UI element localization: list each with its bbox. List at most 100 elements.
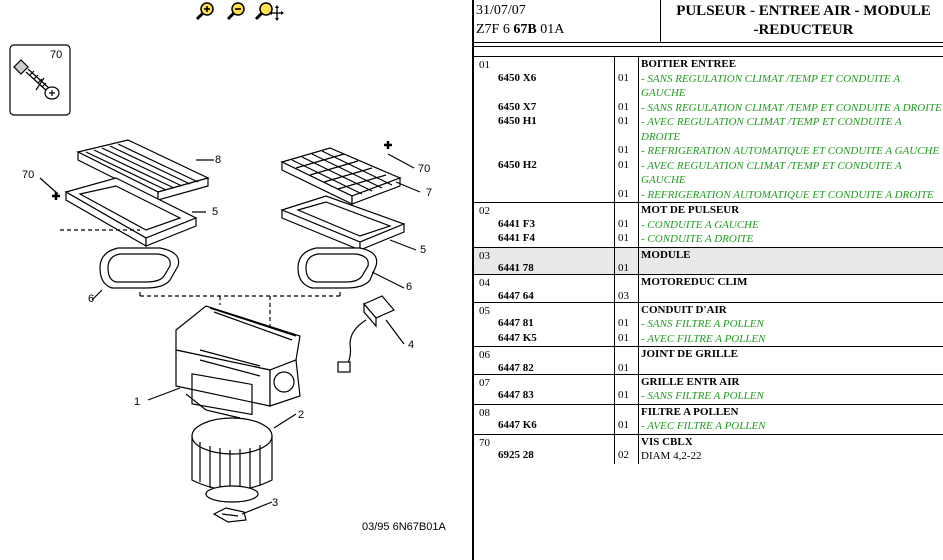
- air-duct-5-left: [64, 177, 198, 248]
- part-group-number: 01: [479, 59, 490, 71]
- part-row[interactable]: MODULE: [474, 247, 943, 263]
- part-group-number: 04: [479, 277, 490, 289]
- part-row[interactable]: MOT DE PULSEUR: [474, 203, 943, 218]
- part-quantity: [614, 347, 638, 362]
- part-quantity: 01: [614, 115, 638, 144]
- header-date: 31/07/07: [476, 3, 526, 18]
- part-description: - CONDUITE A DROITE: [641, 233, 754, 245]
- part-quantity: [614, 434, 638, 449]
- part-group-number: 06: [479, 349, 490, 361]
- part-reference: 6450 H2: [498, 158, 537, 171]
- part-description: - SANS REGULATION CLIMAT /TEMP ET CONDUI…: [641, 101, 942, 114]
- header-rule: [474, 42, 943, 43]
- part-reference: 6447 K5: [498, 331, 537, 344]
- part-row[interactable]: MOTOREDUC CLIM: [474, 275, 943, 290]
- screw-70: [13, 59, 60, 100]
- part-quantity: [614, 247, 638, 262]
- part-description: BOITIER ENTREE: [641, 58, 737, 70]
- part-description-cell: - SANS REGULATION CLIMAT /TEMP ET CONDUI…: [638, 100, 943, 115]
- part-row[interactable]: JOINT DE GRILLE: [474, 347, 943, 362]
- screw-inset-box: [9, 44, 71, 116]
- zoom-toolbar: [0, 0, 472, 24]
- part-description: GRILLE ENTR AIR: [641, 375, 740, 388]
- part-quantity: 01: [614, 331, 638, 346]
- callout-8: 8: [215, 154, 221, 166]
- part-description-cell: DIAM 4,2-22: [638, 449, 943, 464]
- part-quantity: 01: [614, 144, 638, 159]
- callout-70-right: 70: [418, 163, 430, 175]
- part-quantity: 01: [614, 217, 638, 232]
- callout-5-left: 5: [212, 206, 218, 218]
- blower-housing-1: [175, 305, 301, 419]
- part-description-cell: - AVEC REGULATION CLIMAT /TEMP ET CONDUI…: [638, 115, 943, 144]
- part-quantity: [614, 404, 638, 419]
- part-description-cell: - AVEC FILTRE A POLLEN: [638, 419, 943, 434]
- part-description: - SANS FILTRE A POLLEN: [641, 318, 764, 330]
- part-row[interactable]: 01- REFRIGERATION AUTOMATIQUE ET CONDUIT…: [474, 144, 943, 159]
- header-reference: Z7F 6 67B 01A: [476, 22, 565, 37]
- grille-seal-6-left: [99, 247, 180, 289]
- part-reference: 6441 F3: [498, 217, 535, 230]
- grille-seal-6-right: [297, 247, 378, 289]
- callout-1: 1: [134, 396, 140, 408]
- diagram-pane: 70 8 70 70 7 5 5 6 6 4 1 2 3 03/95 6N67B…: [0, 0, 472, 533]
- part-description: JOINT DE GRILLE: [641, 348, 738, 360]
- part-quantity: 03: [614, 289, 638, 302]
- diagram-caption: 03/95 6N67B01A: [362, 521, 446, 533]
- part-row[interactable]: VIS CBLX: [474, 434, 943, 450]
- part-quantity: 01: [614, 262, 638, 274]
- part-description-cell: MOTOREDUC CLIM: [638, 275, 943, 290]
- part-description: - REFRIGERATION AUTOMATIQUE ET CONDUITE …: [641, 145, 940, 157]
- zoom-pan-icon[interactable]: [254, 1, 284, 23]
- part-quantity: 01: [614, 419, 638, 434]
- part-reference: [474, 248, 614, 263]
- part-description-cell: [638, 361, 943, 374]
- part-description-cell: - AVEC FILTRE A POLLEN: [638, 331, 943, 346]
- part-description-cell: MOT DE PULSEUR: [638, 203, 943, 218]
- part-reference: [474, 375, 614, 390]
- part-quantity: 01: [614, 361, 638, 374]
- part-row[interactable]: BOITIER ENTREE: [474, 57, 943, 72]
- part-row[interactable]: FILTRE A POLLEN: [474, 404, 943, 419]
- part-description: - AVEC REGULATION CLIMAT /TEMP ET CONDUI…: [641, 159, 902, 187]
- part-row[interactable]: GRILLE ENTR AIR: [474, 374, 943, 390]
- header-divider: [660, 0, 661, 42]
- callout-7: 7: [426, 187, 432, 199]
- part-group-number: 70: [479, 436, 490, 449]
- header-rule-2: [474, 46, 943, 47]
- callout-70-inset: 70: [50, 49, 62, 61]
- part-description-cell: - REFRIGERATION AUTOMATIQUE ET CONDUITE …: [638, 144, 943, 159]
- part-reference: [474, 435, 614, 450]
- part-description-cell: - REFRIGERATION AUTOMATIQUE ET CONDUITE …: [638, 187, 943, 202]
- part-quantity: [614, 203, 638, 218]
- zoom-in-icon[interactable]: [194, 1, 216, 23]
- part-row[interactable]: CONDUIT D'AIR: [474, 302, 943, 318]
- zoom-out-icon[interactable]: [225, 1, 247, 23]
- part-row[interactable]: 01- REFRIGERATION AUTOMATIQUE ET CONDUIT…: [474, 187, 943, 203]
- air-duct-5-right: [280, 195, 406, 251]
- part-row[interactable]: 6447 K5 01- AVEC FILTRE A POLLEN: [474, 331, 943, 346]
- part-reference: [474, 303, 614, 318]
- part-quantity: 01: [614, 187, 638, 202]
- part-description: - AVEC FILTRE A POLLEN: [641, 420, 766, 432]
- part-reference: [474, 188, 614, 203]
- part-reference: 6450 X6: [498, 71, 537, 84]
